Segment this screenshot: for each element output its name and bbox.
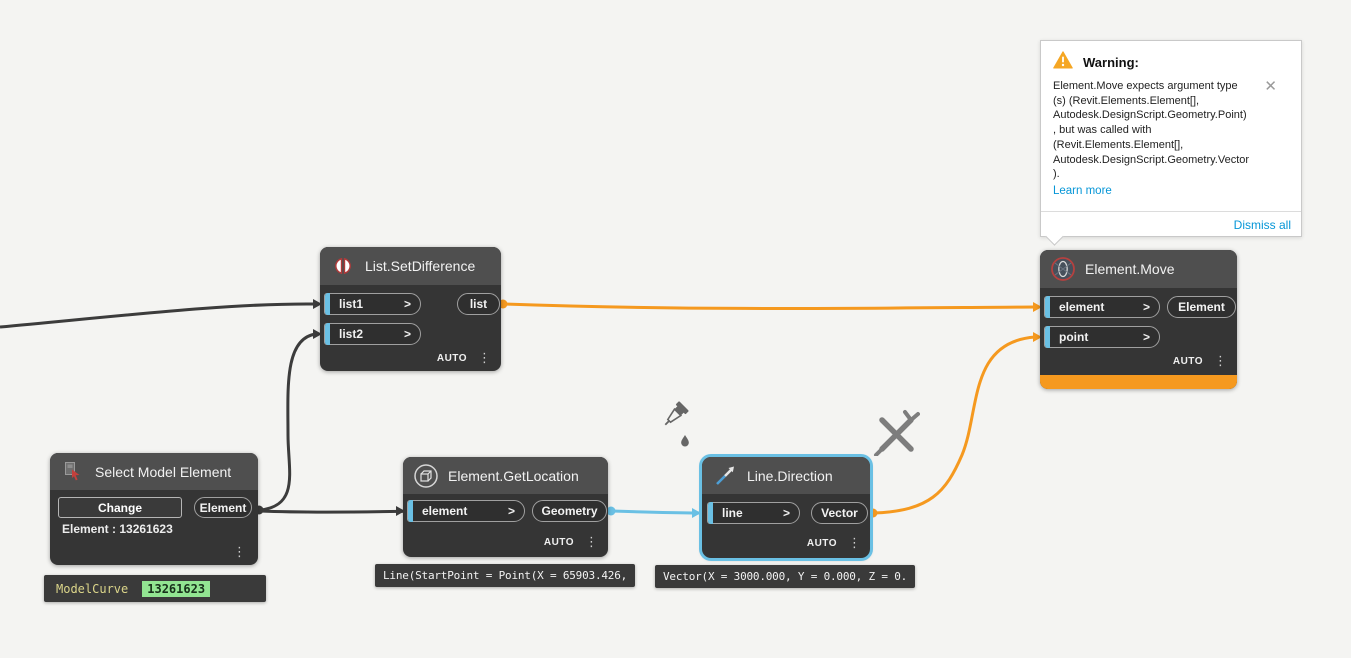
input-port-point[interactable]: point > [1044, 326, 1160, 348]
kebab-menu-icon[interactable]: ⋮ [848, 536, 861, 551]
port-dot-list2[interactable] [313, 329, 322, 339]
warning-separator [1041, 211, 1301, 212]
node-footer: AUTO ⋮ [437, 352, 491, 365]
close-icon[interactable]: ✕ [1264, 78, 1277, 95]
node-title: Element.Move [1085, 261, 1175, 277]
lacing-mode[interactable]: AUTO [806, 538, 837, 549]
watch-type-label: ModelCurve [56, 581, 129, 596]
node-list-setdifference[interactable]: List.SetDifference list1 > list2 > list … [320, 247, 501, 371]
line-direction-icon [712, 463, 738, 489]
port-dot-line-in[interactable] [692, 508, 701, 518]
node-title: Line.Direction [747, 467, 833, 484]
output-port-element[interactable]: Element [1167, 296, 1236, 318]
output-port-element[interactable]: Element [194, 497, 252, 518]
kebab-menu-icon[interactable]: ⋮ [585, 535, 598, 550]
port-label: Geometry [541, 504, 598, 518]
input-port-element[interactable]: element > [1044, 296, 1160, 318]
chevron-right-icon: > [403, 297, 411, 311]
node-header[interactable]: Element.GetLocation [403, 457, 608, 494]
chevron-right-icon: > [1142, 330, 1150, 344]
port-label: point [1059, 330, 1089, 344]
lacing-mode[interactable]: AUTO [436, 353, 467, 364]
output-port-list[interactable]: list [457, 293, 500, 315]
wire-vector-to-point[interactable] [873, 335, 1036, 515]
node-header[interactable]: List.SetDifference [320, 247, 501, 285]
node-footer: AUTO ⋮ [807, 537, 861, 550]
eyedropper-icon [650, 400, 702, 463]
node-title: Select Model Element [95, 463, 232, 480]
node-footer: AUTO ⋮ [544, 536, 598, 549]
port-dot-move-point-in[interactable] [1033, 332, 1042, 342]
list-setdifference-icon [330, 253, 356, 279]
wire-list-to-element[interactable] [503, 302, 1036, 310]
chevron-right-icon: > [507, 504, 515, 518]
node-footer: AUTO ⋮ [1173, 355, 1227, 368]
output-port-vector[interactable]: Vector [811, 502, 868, 524]
node-select-model-element[interactable]: Select Model Element Change Element Elem… [50, 453, 258, 565]
warning-state-bar [1040, 375, 1237, 389]
node-title: List.SetDifference [365, 258, 476, 274]
port-dot-getlocation-element[interactable] [396, 506, 405, 516]
warning-title-row: Warning: [1053, 51, 1139, 74]
port-label: list1 [339, 297, 364, 311]
node-element-move[interactable]: Element.Move element > point > Element A… [1040, 250, 1237, 389]
node-footer: ⋮ [233, 546, 246, 559]
node-line-direction[interactable]: Line.Direction line > Vector AUTO ⋮ [702, 457, 870, 558]
warning-panel: Warning: ✕ Element.Move expects argument… [1040, 40, 1302, 246]
wire-geometry-to-line[interactable] [611, 509, 700, 515]
select-cursor-icon [60, 459, 86, 485]
input-port-list2[interactable]: list2 > [324, 323, 421, 345]
chevron-right-icon: > [1142, 300, 1150, 314]
node-header[interactable]: Line.Direction [702, 457, 870, 494]
kebab-menu-icon[interactable]: ⋮ [1214, 354, 1227, 369]
port-dot-list1[interactable] [313, 299, 322, 309]
node-header[interactable]: Select Model Element [50, 453, 258, 490]
port-label: list2 [339, 327, 364, 341]
warning-triangle-icon [1053, 51, 1073, 74]
change-button[interactable]: Change [58, 497, 182, 518]
lacing-mode[interactable]: AUTO [543, 537, 574, 548]
chevron-right-icon: > [782, 506, 790, 520]
dismiss-all-link[interactable]: Dismiss all [1233, 218, 1291, 232]
port-label: element [1059, 300, 1105, 314]
preview-bubble-linedirection: Vector(X = 3000.000, Y = 0.000, Z = 0. [655, 565, 916, 588]
output-port-geometry[interactable]: Geometry [532, 500, 607, 522]
tools-wrench-icon [872, 408, 920, 461]
port-label: Element [199, 500, 247, 515]
warning-message: Element.Move expects argument type (s) (… [1053, 80, 1250, 181]
input-port-line[interactable]: line > [707, 502, 800, 524]
node-header[interactable]: Element.Move [1040, 250, 1237, 288]
port-label: Element [1178, 300, 1225, 314]
lacing-mode[interactable]: AUTO [1172, 356, 1203, 367]
node-title: Element.GetLocation [448, 467, 579, 484]
chevron-right-icon: > [403, 327, 411, 341]
wire-element-to-list2[interactable] [259, 332, 317, 512]
selected-element-status: Element : 13261623 [62, 522, 173, 536]
kebab-menu-icon[interactable]: ⋮ [233, 545, 246, 560]
watch-value-chip: 13261623 [142, 580, 211, 597]
watch-bubble-select-element: ModelCurve 13261623 [44, 575, 266, 602]
port-dot-vector-out[interactable] [868, 508, 878, 518]
port-label: Vector [821, 506, 858, 520]
port-dot-move-element-in[interactable] [1033, 302, 1042, 312]
learn-more-link[interactable]: Learn more [1053, 185, 1112, 197]
input-port-list1[interactable]: list1 > [324, 293, 421, 315]
wire-element-to-getlocation[interactable] [259, 509, 419, 514]
wire-edge-to-list1[interactable] [0, 302, 317, 329]
node-element-getlocation[interactable]: Element.GetLocation element > Geometry A… [403, 457, 608, 557]
port-label: element [422, 504, 468, 518]
warning-title: Warning: [1083, 55, 1139, 70]
kebab-menu-icon[interactable]: ⋮ [478, 351, 491, 366]
element-getlocation-icon [413, 463, 439, 489]
port-label: line [722, 506, 743, 520]
element-move-icon [1050, 256, 1076, 282]
preview-bubble-getlocation: Line(StartPoint = Point(X = 65903.426, [375, 564, 636, 587]
port-label: list [469, 297, 488, 311]
port-dot-geometry-out[interactable] [606, 506, 616, 516]
input-port-element[interactable]: element > [407, 500, 525, 522]
